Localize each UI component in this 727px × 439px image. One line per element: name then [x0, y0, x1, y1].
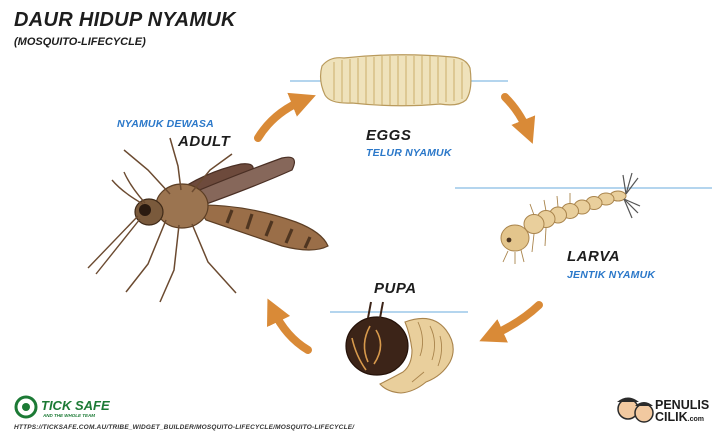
- stage-sublabel-adult: NYAMUK DEWASA: [117, 118, 214, 130]
- stage-label-adult: ADULT: [178, 133, 230, 150]
- ticksafe-brand-tagline: AND THE WHOLE TEAM: [43, 413, 95, 418]
- ticksafe-brand-name: TICK SAFE: [41, 398, 110, 413]
- arrow-pupa-to-adult: [273, 310, 308, 350]
- pupa-illustration: [346, 302, 453, 393]
- penuliscilik-logo-mark: [617, 398, 653, 423]
- penuliscilik-suffix: .com: [688, 416, 704, 423]
- source-url: HTTPS://TICKSAFE.COM.AU/TRIBE_WIDGET_BUI…: [14, 424, 354, 431]
- stage-label-eggs: EGGS: [366, 127, 411, 144]
- adult-mosquito-illustration: [88, 138, 328, 302]
- arrow-adult-to-eggs: [258, 100, 304, 138]
- penuliscilik-wordmark: PENULIS CILIK.com: [655, 399, 709, 426]
- stage-sublabel-larva: JENTIK NYAMUK: [567, 269, 655, 281]
- penuliscilik-name: CILIK: [655, 410, 688, 424]
- stage-label-larva: LARVA: [567, 248, 620, 265]
- penuliscilik-line2: CILIK.com: [655, 411, 709, 426]
- arrow-eggs-to-larva: [505, 97, 528, 132]
- ticksafe-logo-mark: [16, 397, 36, 417]
- arrow-larva-to-pupa: [491, 305, 539, 336]
- stage-sublabel-eggs: TELUR NYAMUK: [366, 147, 452, 159]
- eggs-illustration: [321, 55, 471, 106]
- stage-label-pupa: PUPA: [374, 280, 417, 297]
